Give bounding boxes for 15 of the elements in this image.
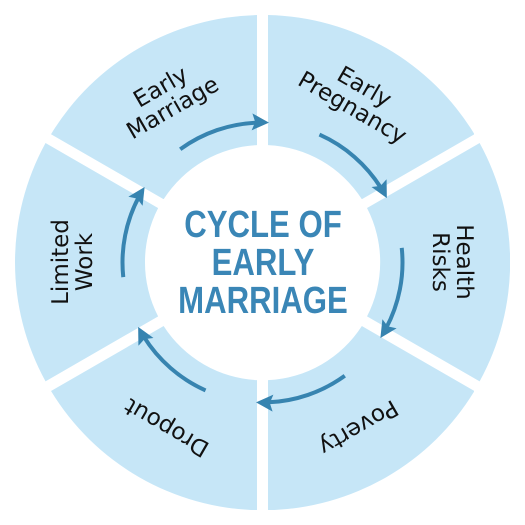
curved-arrow: [136, 326, 206, 392]
segment-label: Health Risks: [428, 224, 477, 300]
ring-segment: [50, 14, 257, 199]
ring-segment: [14, 143, 158, 382]
ring-segment: [367, 143, 510, 382]
curved-arrow: [120, 186, 146, 278]
ring-segment: [268, 14, 474, 199]
diagram-title: CYCLE OF EARLY MARRIAGE: [176, 206, 348, 320]
curved-arrow: [256, 374, 346, 411]
ring-segment: [50, 326, 257, 510]
curved-arrow: [318, 132, 389, 200]
ring-segment: [268, 326, 474, 510]
curved-arrow: [378, 248, 404, 340]
curved-arrow: [179, 114, 269, 151]
segment-label: Limited Work: [48, 220, 97, 306]
